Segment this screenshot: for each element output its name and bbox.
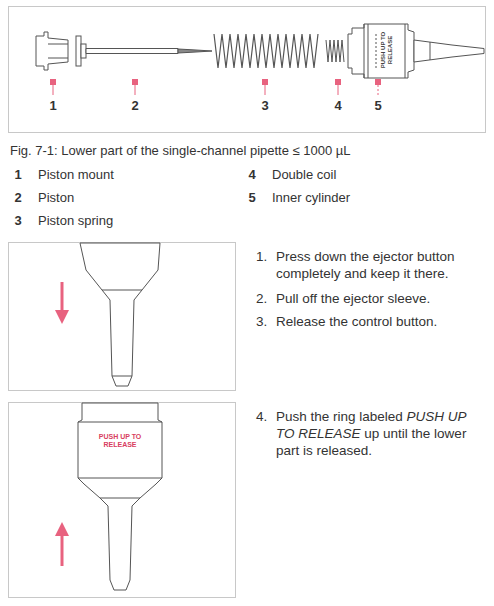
legend-number: 5	[242, 189, 262, 206]
ring-marking: PUSH UP TO RELEASE	[86, 433, 154, 449]
image-frame	[9, 403, 236, 598]
callout-number: 1	[43, 97, 63, 114]
step-text: Push the ring labeled	[276, 409, 403, 424]
piston-spring	[214, 34, 318, 68]
step-text: Pull off the ejector sleeve.	[276, 290, 484, 307]
step-number: 3.	[256, 313, 276, 330]
piston	[76, 36, 212, 66]
inner-cylinder	[348, 24, 484, 78]
step-text: Release the control button.	[276, 313, 484, 330]
legend-number: 4	[242, 166, 262, 183]
callout-number: 2	[125, 97, 145, 114]
pipette-lower-part	[80, 243, 160, 386]
part-marking: PUSH UP TO RELEASE	[380, 25, 394, 75]
piston-mount	[36, 32, 68, 70]
step-number: 1.	[256, 248, 276, 265]
arrow-up	[55, 522, 69, 566]
image-frame	[9, 243, 236, 391]
callout-number: 4	[328, 97, 348, 114]
part-name: Piston	[38, 189, 228, 206]
part-name: Double coil	[272, 166, 472, 183]
legend-number: 3	[8, 212, 28, 229]
step-text: Press down the ejector button completely…	[276, 248, 484, 282]
legend-number: 2	[8, 189, 28, 206]
callout-number: 5	[368, 97, 388, 114]
step-number: 2.	[256, 290, 276, 307]
double-coil	[326, 40, 344, 62]
callout-markers	[50, 79, 381, 85]
arrow-down	[55, 282, 69, 324]
pipette-lower-part	[78, 403, 162, 590]
part-name: Inner cylinder	[272, 189, 472, 206]
leader-lines	[53, 85, 378, 95]
part-name: Piston mount	[38, 166, 228, 183]
legend-number: 1	[8, 166, 28, 183]
part-name: Piston spring	[38, 212, 228, 229]
step-paragraph: Push the ring labeledPUSH UP TO RELEASEu…	[276, 408, 484, 459]
figure-caption: Fig. 7-1: Lower part of the single-chann…	[10, 142, 480, 159]
callout-number: 3	[255, 97, 275, 114]
step-number: 4.	[256, 408, 276, 425]
figure-frame	[9, 7, 486, 133]
